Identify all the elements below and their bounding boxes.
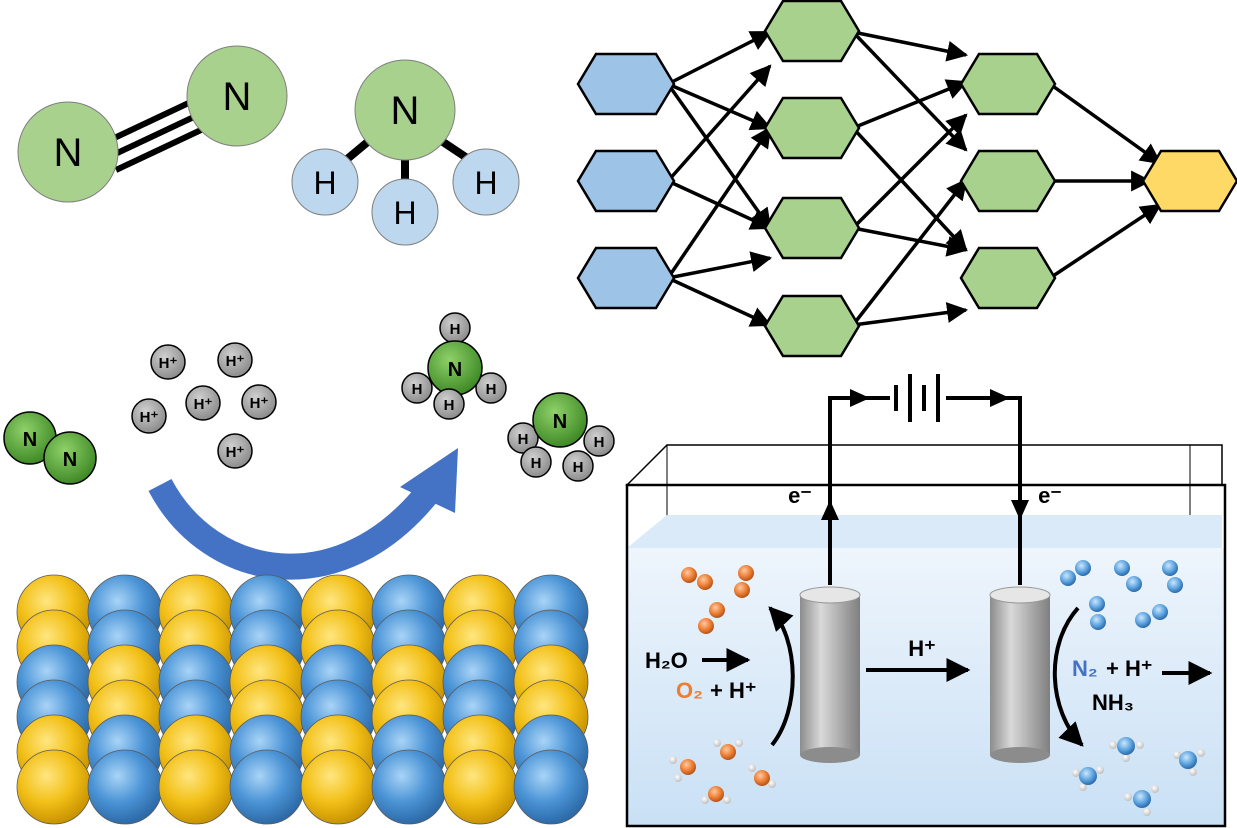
hidden1-node-4 (763, 294, 861, 358)
neural-network (576, 0, 1237, 358)
output-node (1141, 149, 1237, 213)
water-molecules (669, 739, 776, 804)
triple-bond (108, 97, 203, 173)
reaction-n2-atom-right (43, 431, 97, 485)
curved-arrow-head (400, 448, 458, 513)
battery (894, 374, 940, 422)
proton-label: H⁺ (140, 409, 159, 426)
ammonium-top: H H H N H (401, 312, 507, 420)
electron-label-left: e⁻ (788, 483, 812, 508)
nh3-molecule: N H H H (291, 59, 520, 246)
catalyst-surface (16, 574, 589, 825)
anode-reactant: H₂O (645, 648, 688, 673)
electron-arrow-down (1011, 500, 1029, 520)
surface-blue-atom (87, 749, 163, 825)
nh3-nitrogen-label: N (391, 89, 420, 133)
h-label: H (444, 397, 455, 414)
n2-atom-right (186, 45, 288, 147)
proton-transfer-label: H⁺ (908, 636, 936, 661)
h-label: H (412, 381, 423, 398)
nh3-hydrogen-right-label: H (474, 165, 497, 201)
tank-back-outline (625, 444, 1223, 486)
current-arrow-right (990, 389, 1010, 407)
ammonium-bottom: H H N H H (507, 392, 615, 482)
nh3-hydrogen-bottom (371, 178, 439, 246)
hidden2-node-3 (959, 246, 1057, 310)
current-arrow-left (850, 389, 870, 407)
electrochemical-cell: e⁻ e⁻ H⁺ H₂O O₂ + H⁺ N₂ + H⁺ NH₃ (625, 374, 1227, 828)
h-label: H (518, 431, 529, 448)
h-label: H (486, 381, 497, 398)
input-node-3 (576, 246, 676, 310)
n2-atom-left (17, 101, 119, 203)
electron-arrow-up (821, 500, 839, 520)
n2-atom-right-label: N (223, 75, 252, 119)
proton-label: H⁺ (250, 395, 269, 412)
hidden1-node-2 (763, 96, 861, 160)
nitrogen-molecules (1060, 560, 1183, 630)
h-label: H (573, 459, 584, 476)
ammonia-molecules (1072, 737, 1205, 816)
water-surface (627, 515, 1222, 548)
n-label: N (448, 359, 462, 381)
network-connections (666, 30, 1162, 327)
reaction-n2-atom-right-label: N (63, 449, 77, 471)
hidden1-node-1 (763, 0, 861, 63)
proton-label: H⁺ (226, 353, 245, 370)
nh3-hydrogen-bottom-label: H (393, 195, 416, 231)
hidden1-node-3 (763, 196, 861, 260)
proton-label: H⁺ (159, 355, 178, 372)
n2-atom-left-label: N (54, 131, 83, 175)
cathode-electrode (989, 586, 1051, 763)
anode-electrode (799, 586, 861, 763)
anode-curved-arrow (768, 606, 795, 747)
surface-gold-atom (158, 749, 234, 825)
reaction-n2-atom-left-label: N (23, 429, 37, 451)
nh3-hydrogen-left (291, 148, 359, 216)
surface-gold-atom (442, 749, 518, 825)
nh3-hydrogen-left-label: H (313, 165, 336, 201)
oxygen-molecules (681, 565, 754, 634)
curved-reaction-arrow (148, 478, 441, 580)
surface-blue-atom (371, 749, 447, 825)
nh3-nitrogen (354, 59, 456, 161)
anode-product-rest: + H⁺ (710, 678, 756, 703)
reaction-scheme: N N H⁺ H⁺ H⁺ H⁺ H⁺ H⁺ H H H (3, 312, 615, 580)
anode-product-o2: O₂ (676, 678, 703, 703)
proton-label: H⁺ (226, 444, 245, 461)
input-node-2 (576, 149, 676, 213)
tank-front (625, 483, 1227, 828)
surface-blue-atom (513, 749, 589, 825)
hidden2-node-2 (959, 149, 1057, 213)
n2-molecule: N N (17, 45, 288, 203)
h-label: H (450, 321, 461, 338)
proton-cluster: H⁺ H⁺ H⁺ H⁺ H⁺ H⁺ (131, 342, 277, 469)
electron-label-right: e⁻ (1038, 483, 1062, 508)
water-body (627, 548, 1225, 826)
cathode-curved-arrow (1052, 606, 1084, 747)
hidden2-node-1 (959, 52, 1057, 116)
cathode-reactant-n2: N₂ (1072, 656, 1098, 681)
cathode-reactant-rest: + H⁺ (1106, 656, 1152, 681)
h-label: H (594, 434, 605, 451)
cathode-product: NH₃ (1092, 690, 1134, 715)
h-label: H (531, 455, 542, 472)
surface-blue-atom (229, 749, 305, 825)
n-label: N (553, 411, 567, 433)
surface-gold-atom (16, 749, 92, 825)
surface-gold-atom (300, 749, 376, 825)
nh3-hydrogen-right (452, 148, 520, 216)
proton-label: H⁺ (194, 396, 213, 413)
input-node-1 (576, 52, 676, 116)
